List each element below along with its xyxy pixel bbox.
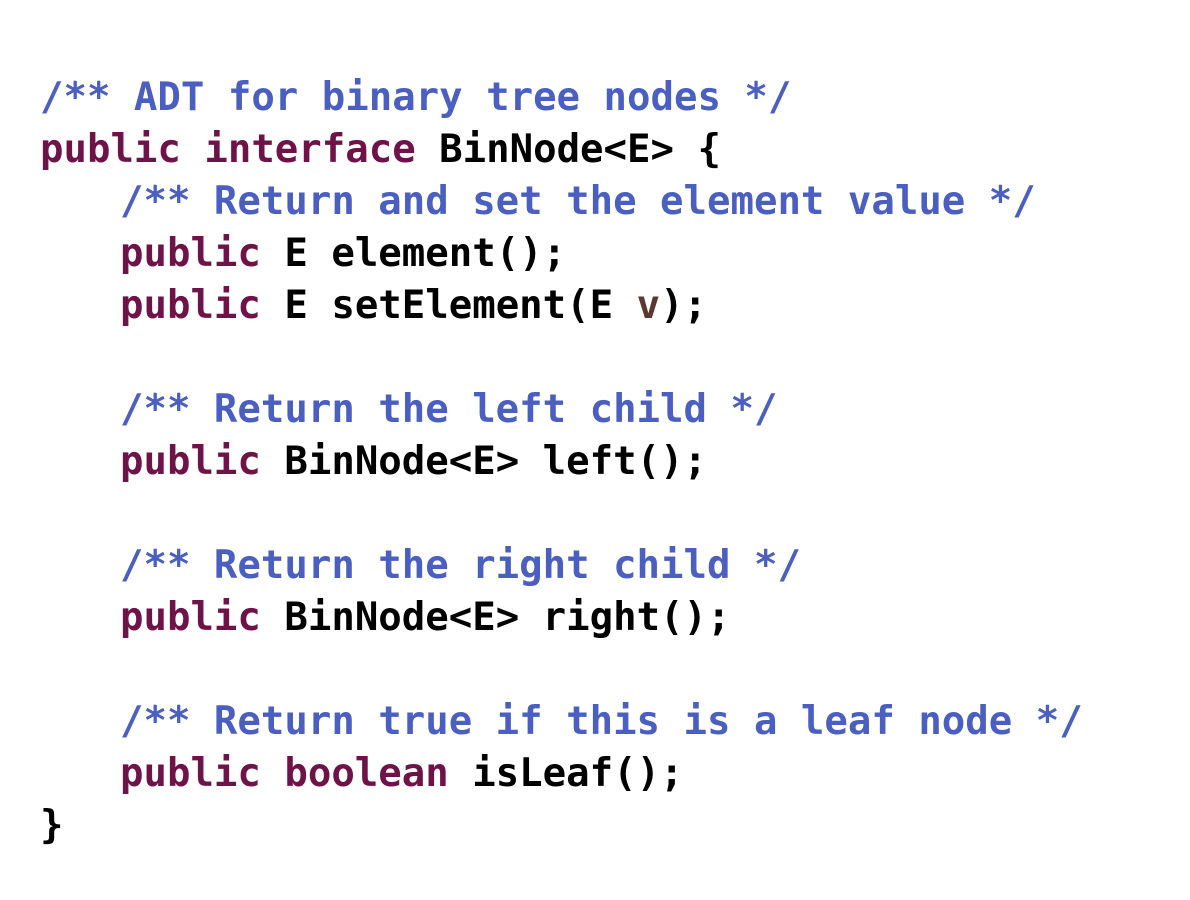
plain-token: E setElement(E	[284, 283, 637, 328]
plain-token: }	[40, 803, 64, 848]
comment-token: /** Return and set the element value */	[120, 179, 1036, 224]
code-line: public BinNode<E> right();	[40, 592, 1083, 644]
keyword-token: public interface	[40, 127, 440, 172]
keyword-token: public	[120, 231, 285, 276]
plain-token: BinNode<E> right();	[284, 595, 731, 640]
blank-line	[40, 644, 1083, 696]
keyword-token: public	[120, 439, 285, 484]
blank-line	[40, 488, 1083, 540]
comment-token: /** Return the left child */	[120, 387, 778, 432]
keyword-token: public boolean	[120, 751, 473, 796]
comment-token: /** Return the right child */	[120, 543, 801, 588]
blank-line	[40, 332, 1083, 384]
code-line: /** Return true if this is a leaf node *…	[40, 696, 1083, 748]
plain-token: );	[660, 283, 708, 328]
keyword-token: public	[120, 283, 285, 328]
code-line: /** Return and set the element value */	[40, 176, 1083, 228]
code-line: public E setElement(E v);	[40, 280, 1083, 332]
code-line: /** ADT for binary tree nodes */	[40, 72, 1083, 124]
plain-token: BinNode<E> {	[439, 127, 721, 172]
plain-token: E element();	[284, 231, 567, 276]
code-line: public interface BinNode<E> {	[40, 124, 1083, 176]
param-token: v	[636, 283, 661, 328]
code-block: /** ADT for binary tree nodes */public i…	[40, 72, 1083, 852]
code-line: }	[40, 800, 1083, 852]
plain-token: isLeaf();	[472, 751, 684, 796]
code-line: public BinNode<E> left();	[40, 436, 1083, 488]
keyword-token: public	[120, 595, 285, 640]
comment-token: /** ADT for binary tree nodes */	[40, 75, 792, 120]
code-line: public boolean isLeaf();	[40, 748, 1083, 800]
code-line: public E element();	[40, 228, 1083, 280]
code-line: /** Return the left child */	[40, 384, 1083, 436]
code-line: /** Return the right child */	[40, 540, 1083, 592]
comment-token: /** Return true if this is a leaf node *…	[120, 699, 1083, 744]
plain-token: BinNode<E> left();	[284, 439, 708, 484]
